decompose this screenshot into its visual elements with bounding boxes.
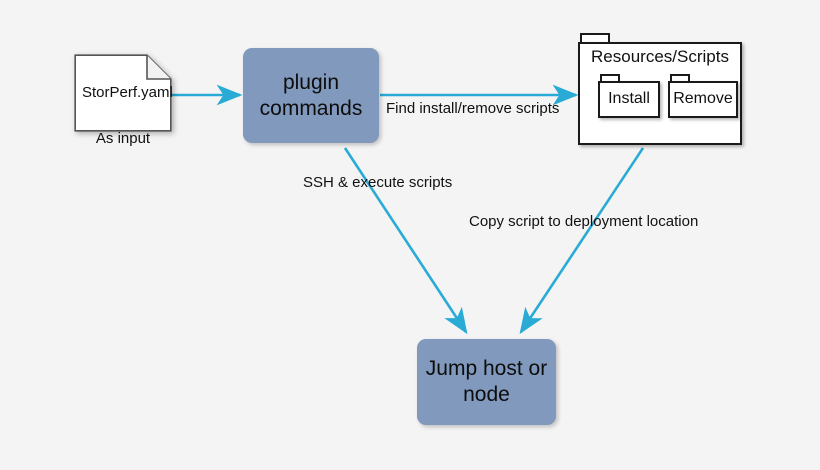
remove-folder-tab [670, 74, 690, 82]
jump-host-text: Jump host or node [426, 356, 547, 407]
install-folder-tab [600, 74, 620, 82]
node-plugin-commands[interactable]: plugin commands [243, 48, 379, 143]
remove-folder-body [668, 81, 738, 118]
resources-folder-tab [580, 33, 610, 43]
node-install-folder[interactable]: Install [598, 74, 660, 118]
edge-label-ssh-execute: SSH & execute scripts [303, 174, 453, 191]
edge-label-copy-script: Copy script to deployment location [469, 213, 699, 230]
install-folder-label: Install [608, 90, 650, 107]
install-folder-body [598, 81, 660, 118]
input-document-shape [74, 54, 172, 132]
node-remove-folder[interactable]: Remove [668, 74, 738, 118]
plugin-commands-text: plugin commands [260, 70, 363, 121]
resources-folder-label: Resources/Scripts [591, 47, 729, 66]
input-document-caption: As input [95, 130, 151, 147]
input-document-label: StorPerf.yaml [82, 84, 173, 101]
jump-host-line1: Jump host or [425, 357, 548, 381]
node-resources-folder[interactable]: Resources/Scripts Install Remove [578, 33, 742, 145]
edge-label-find-scripts: Find install/remove scripts [386, 100, 560, 117]
node-jump-host[interactable]: Jump host or node [417, 339, 556, 425]
edge-resources-to-jumphost [519, 147, 645, 335]
remove-folder-label: Remove [673, 90, 733, 107]
jump-host-line2: node [463, 383, 510, 406]
plugin-commands-line2: commands [259, 96, 363, 120]
plugin-commands-line1: plugin [282, 70, 340, 94]
